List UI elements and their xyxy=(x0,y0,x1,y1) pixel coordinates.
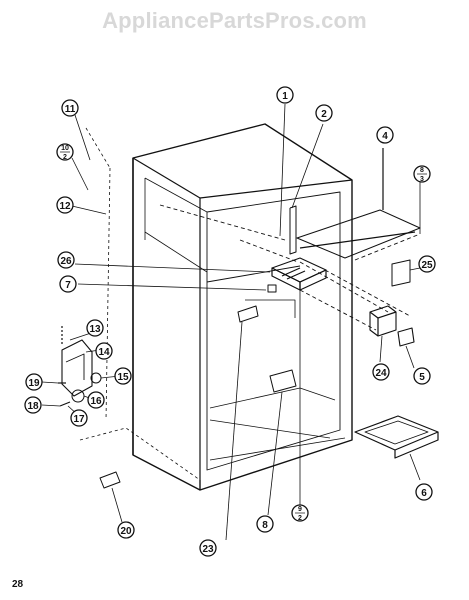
callout-24: 24 xyxy=(375,368,387,379)
callout-8-3-top: 8 xyxy=(420,167,424,174)
leader-lines xyxy=(41,103,421,516)
callout-13: 13 xyxy=(89,324,101,335)
callout-23: 23 xyxy=(202,544,214,555)
air-duct-path xyxy=(159,204,421,331)
bottom-hinge xyxy=(79,427,201,523)
callout-17: 17 xyxy=(73,414,85,425)
control-housing xyxy=(271,257,327,291)
callout-10-2-bottom: 2 xyxy=(63,154,67,161)
callout-11: 11 xyxy=(65,104,76,115)
door-hinge-line xyxy=(85,127,111,421)
shelf-support xyxy=(225,305,259,541)
callout-14: 14 xyxy=(98,347,110,358)
callout-5: 5 xyxy=(419,372,425,383)
callout-12: 12 xyxy=(59,201,71,212)
page-number: 28 xyxy=(12,579,24,590)
light-socket xyxy=(245,284,296,318)
callout-4: 4 xyxy=(382,131,388,142)
callout-2: 2 xyxy=(321,109,327,120)
watermark: AppliancePartsPros.com xyxy=(102,8,367,33)
callout-20: 20 xyxy=(120,526,132,537)
callout-19: 19 xyxy=(28,378,40,389)
callout-8-3-bottom: 3 xyxy=(420,176,424,183)
callout-18: 18 xyxy=(27,401,39,412)
callout-25: 25 xyxy=(421,260,433,271)
air-duct-assembly xyxy=(369,305,415,347)
callout-9-2-top: 9 xyxy=(298,506,302,513)
insulation-pad xyxy=(391,259,411,287)
bracket-part xyxy=(289,123,324,255)
callout-6: 6 xyxy=(421,488,427,499)
refrigerator-cabinet xyxy=(132,123,353,491)
callout-26: 26 xyxy=(60,256,72,267)
callout-15: 15 xyxy=(117,372,129,383)
crisper-bracket xyxy=(267,369,297,516)
callout-1: 1 xyxy=(282,91,288,102)
callout-7: 7 xyxy=(65,280,71,291)
hinge-assembly xyxy=(58,326,102,407)
callout-10-2-top: 10 xyxy=(61,145,69,152)
callout-16: 16 xyxy=(90,396,102,407)
callout-8: 8 xyxy=(262,520,268,531)
drain-tray xyxy=(354,415,439,481)
callout-9-2-bottom: 2 xyxy=(298,515,302,522)
